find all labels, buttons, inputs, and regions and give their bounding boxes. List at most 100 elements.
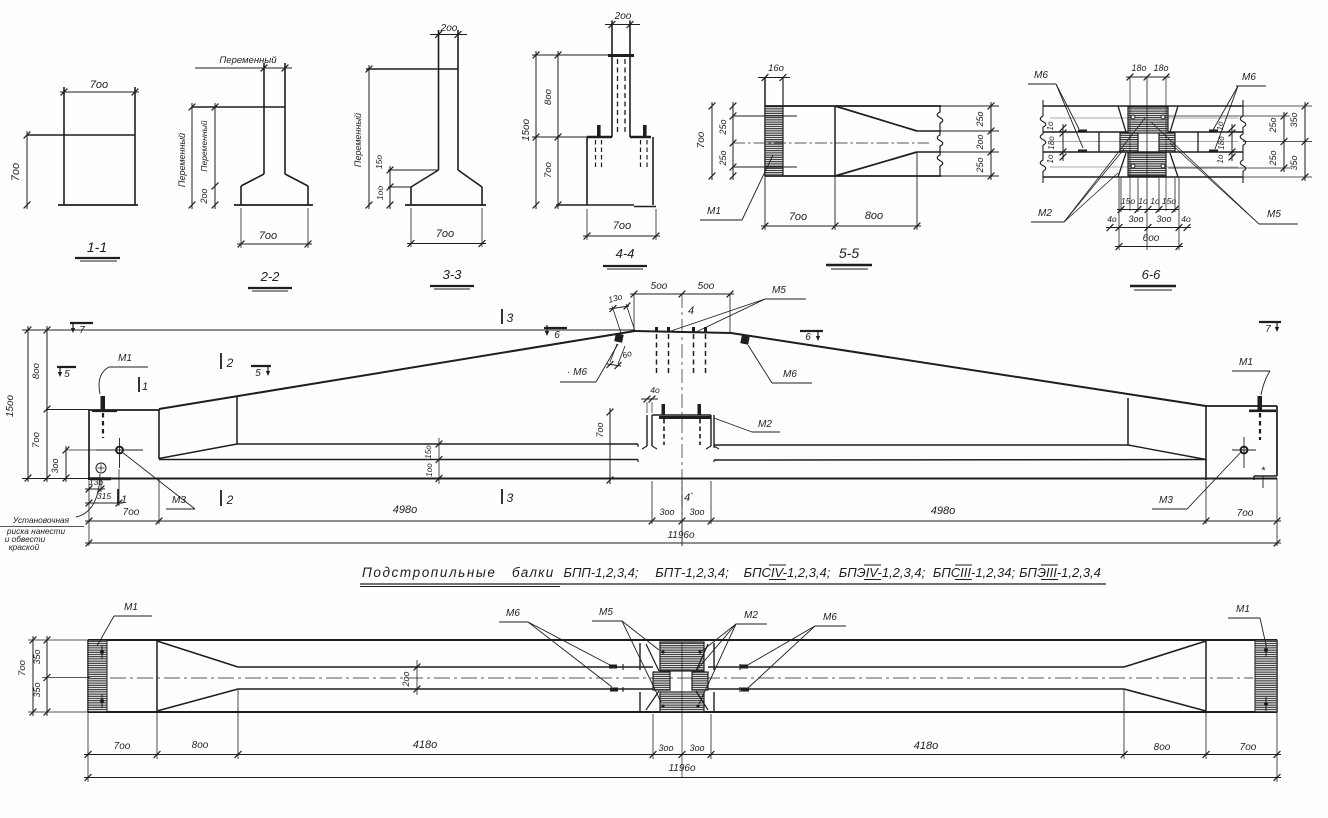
svg-text:1o: 1o: [1046, 154, 1055, 163]
svg-text:М1: М1: [1236, 604, 1250, 615]
svg-text:БПП-1,2,3,4;: БПП-1,2,3,4;: [564, 565, 639, 580]
svg-text:БПЭIII-1,2,3,4: БПЭIII-1,2,3,4: [1019, 565, 1101, 580]
svg-text:М6: М6: [823, 612, 837, 623]
svg-text:8oo: 8oo: [543, 89, 554, 105]
svg-text:1: 1: [142, 381, 148, 393]
svg-text:6-6: 6-6: [1142, 267, 1162, 282]
svg-text:Установочная: Установочная: [12, 515, 70, 525]
svg-text:*: *: [1261, 465, 1266, 477]
svg-text:М6: М6: [506, 608, 520, 619]
svg-text:М1: М1: [118, 353, 132, 364]
svg-text:БПСIV-1,2,3,4;: БПСIV-1,2,3,4;: [744, 565, 831, 580]
svg-text:Переменный: Переменный: [353, 113, 363, 167]
svg-text:4o: 4o: [1107, 214, 1117, 224]
svg-text:М2: М2: [744, 610, 758, 621]
svg-text:БПТ-1,2,3,4;: БПТ-1,2,3,4;: [655, 565, 729, 580]
svg-text:7: 7: [1265, 324, 1271, 335]
svg-text:3oo: 3oo: [659, 507, 674, 517]
svg-text:М2: М2: [758, 419, 772, 430]
svg-text:8oo: 8oo: [1154, 742, 1171, 753]
svg-text:5: 5: [255, 368, 261, 379]
svg-text:7oo: 7oo: [1240, 742, 1257, 753]
svg-text:18o: 18o: [1217, 136, 1226, 150]
svg-text:М2: М2: [1038, 208, 1052, 219]
svg-text:498o: 498o: [931, 505, 955, 517]
svg-text:4: 4: [688, 305, 694, 317]
svg-text:35o: 35o: [1289, 112, 1299, 127]
svg-text:18o: 18o: [1047, 136, 1056, 150]
svg-text:3oo: 3oo: [689, 507, 704, 517]
svg-text:2oo: 2oo: [401, 671, 411, 687]
svg-text:М5: М5: [1267, 209, 1281, 220]
svg-text:М5: М5: [599, 607, 613, 618]
svg-text:4o: 4o: [1181, 214, 1191, 224]
svg-text:25o: 25o: [975, 157, 985, 173]
svg-text:6: 6: [805, 332, 811, 343]
svg-text:7oo: 7oo: [543, 162, 554, 178]
svg-text:6oo: 6oo: [1143, 233, 1160, 244]
svg-text:3oo: 3oo: [50, 458, 60, 473]
svg-text:1o: 1o: [1216, 121, 1225, 130]
svg-text:БПЭIV-1,2,3,4;: БПЭIV-1,2,3,4;: [839, 565, 926, 580]
svg-text:3oo: 3oo: [689, 743, 704, 753]
svg-text:краской: краской: [9, 542, 40, 552]
svg-text:2oo: 2oo: [199, 188, 209, 204]
svg-text:7oo: 7oo: [613, 220, 631, 232]
svg-text:1o: 1o: [1138, 196, 1148, 206]
svg-text:риска нанести: риска нанести: [6, 526, 66, 536]
svg-text:М6: М6: [783, 369, 797, 380]
svg-text:5oo: 5oo: [651, 281, 668, 292]
svg-text:М3: М3: [172, 495, 186, 506]
svg-text:и обвести: и обвести: [5, 534, 46, 544]
svg-text:7oo: 7oo: [1237, 508, 1254, 519]
svg-text:4-4: 4-4: [616, 246, 635, 261]
svg-text:13o: 13o: [89, 477, 103, 487]
svg-text:1o: 1o: [1216, 154, 1225, 163]
svg-text:15oo: 15oo: [5, 394, 16, 417]
svg-text:7oo: 7oo: [789, 211, 807, 223]
svg-text:3oo: 3oo: [658, 743, 673, 753]
svg-text:балки: балки: [512, 565, 554, 580]
svg-text:18o: 18o: [1131, 63, 1146, 73]
svg-text:2: 2: [226, 493, 234, 507]
svg-text:7oo: 7oo: [90, 79, 108, 91]
svg-text:8oo: 8oo: [192, 740, 209, 751]
svg-text:7oo: 7oo: [595, 422, 605, 437]
svg-text:2oo: 2oo: [614, 11, 632, 22]
svg-text:2: 2: [226, 356, 234, 370]
svg-text:35o: 35o: [1289, 155, 1299, 170]
svg-text:1oo: 1oo: [375, 186, 385, 200]
svg-text:2oo: 2oo: [440, 23, 458, 34]
svg-text:4`: 4`: [684, 492, 694, 504]
svg-text:15oo: 15oo: [521, 118, 532, 141]
svg-text:25o: 25o: [1268, 117, 1278, 133]
svg-text:1o: 1o: [1046, 121, 1055, 130]
svg-text:7oo: 7oo: [31, 432, 42, 448]
svg-text:25o: 25o: [975, 111, 985, 127]
svg-text:1o: 1o: [1150, 196, 1160, 206]
svg-text:7oo: 7oo: [123, 507, 140, 518]
svg-text:2-2: 2-2: [260, 269, 281, 284]
svg-text:3oo: 3oo: [1156, 214, 1171, 224]
svg-text:7: 7: [79, 325, 85, 336]
svg-text:418o: 418o: [914, 740, 938, 752]
svg-text:Переменный: Переменный: [199, 120, 209, 171]
svg-text:М6: М6: [1034, 70, 1048, 81]
svg-text:7oo: 7oo: [259, 230, 277, 242]
svg-text:1196o: 1196o: [667, 530, 695, 541]
svg-text:18o: 18o: [1153, 63, 1168, 73]
svg-text:1oo: 1oo: [425, 463, 434, 477]
svg-text:7oo: 7oo: [17, 660, 28, 676]
svg-text:7oo: 7oo: [10, 163, 22, 181]
svg-text:3-3: 3-3: [443, 267, 463, 282]
svg-text:25o: 25o: [1268, 150, 1278, 166]
svg-text:М3: М3: [1159, 495, 1173, 506]
svg-text:М1: М1: [707, 206, 721, 217]
svg-text:1-1: 1-1: [87, 239, 107, 255]
svg-text:7oo: 7oo: [114, 741, 131, 752]
svg-text:15o: 15o: [374, 155, 384, 169]
svg-text:25o: 25o: [718, 119, 728, 135]
svg-text:8oo: 8oo: [31, 363, 42, 379]
svg-text:35o: 35o: [32, 682, 42, 697]
svg-text:5: 5: [64, 369, 70, 380]
